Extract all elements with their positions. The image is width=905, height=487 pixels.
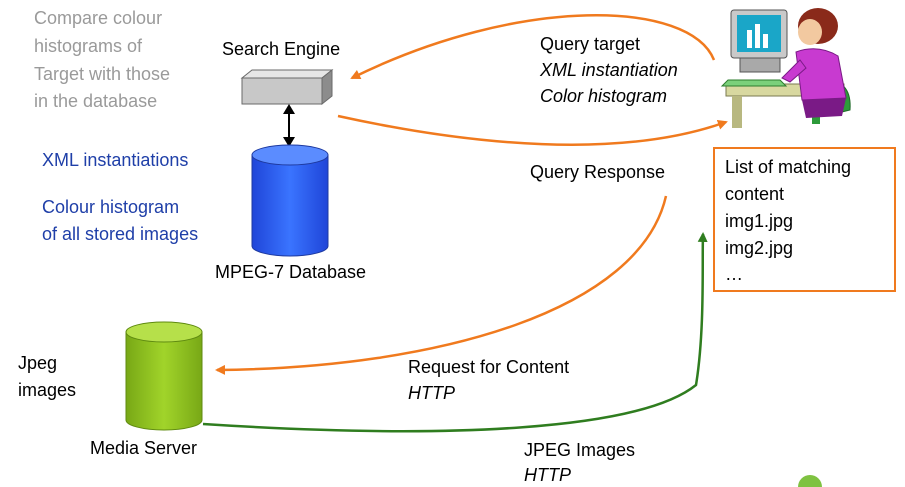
jpeg-images-label: JPEG Images xyxy=(524,440,636,460)
jpeg-protocol-label: HTTP xyxy=(524,465,571,485)
color-histogram-label: Color histogram xyxy=(540,86,668,106)
jpeg-images-side-label-1: Jpeg xyxy=(18,353,58,373)
media-server-label: Media Server xyxy=(90,438,198,458)
query-target-arrow xyxy=(350,14,716,80)
xml-instantiations-label: XML instantiations xyxy=(42,150,189,170)
stored-images-label: of all stored images xyxy=(42,224,199,244)
matching-content-line-1: List of matching xyxy=(725,157,852,177)
request-for-content-label: Request for Content xyxy=(408,357,570,377)
compare-note-line-3: Target with those xyxy=(34,64,171,84)
query-response-label: Query Response xyxy=(530,162,666,182)
media-server-cylinder-icon xyxy=(125,321,203,431)
user-computer-icon xyxy=(720,8,851,128)
result-item-ellipsis: … xyxy=(725,264,743,284)
query-response-arrow xyxy=(337,114,728,146)
logo-fragment-icon xyxy=(798,475,822,487)
jpeg-images-side-label-2: images xyxy=(18,380,77,400)
database-cylinder-icon xyxy=(251,144,329,257)
request-protocol-label: HTTP xyxy=(408,383,455,403)
result-item-img1: img1.jpg xyxy=(725,211,794,231)
compare-note-line-4: in the database xyxy=(34,91,158,111)
xml-instantiation-label: XML instantiation xyxy=(540,60,678,80)
jpeg-images-arrow xyxy=(202,232,708,433)
result-item-img2: img2.jpg xyxy=(725,238,794,258)
matching-content-box xyxy=(713,147,896,292)
colour-histogram-label: Colour histogram xyxy=(42,197,180,217)
engine-database-link xyxy=(283,104,295,147)
matching-content-line-2: content xyxy=(725,184,785,204)
compare-note-line-2: histograms of xyxy=(34,36,143,56)
query-target-label: Query target xyxy=(540,34,641,54)
search-engine-label: Search Engine xyxy=(222,39,341,59)
request-for-content-arrow xyxy=(215,195,668,375)
search-engine-box xyxy=(240,68,334,106)
database-label: MPEG-7 Database xyxy=(215,262,367,282)
compare-note-line-1: Compare colour xyxy=(34,8,163,28)
